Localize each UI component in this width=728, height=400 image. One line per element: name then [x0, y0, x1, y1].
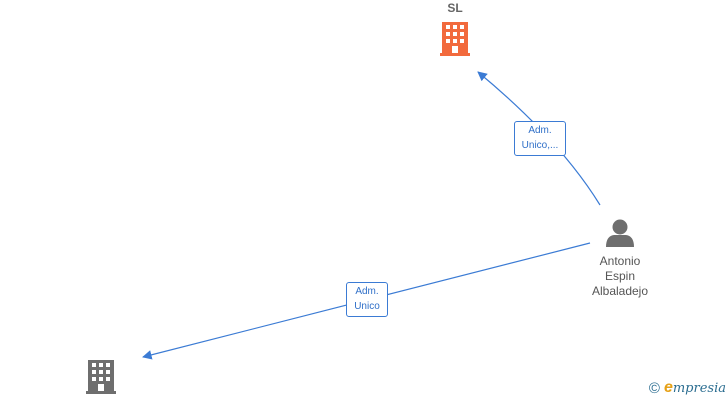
copyright-icon: ©: [648, 379, 660, 397]
company-top-label[interactable]: SL: [447, 1, 463, 15]
person-icon[interactable]: [606, 219, 634, 248]
person-label-line: Antonio: [599, 254, 641, 268]
edge-label-line: Adm.: [528, 125, 552, 136]
person-label[interactable]: Antonio Espin Albaladejo: [578, 254, 662, 299]
brand-watermark: © empresia: [649, 379, 726, 397]
edge-label-line: Unico,...: [521, 140, 559, 151]
person-label-line: Albaladejo: [591, 284, 649, 298]
building-icon[interactable]: [86, 360, 116, 394]
edge-label-line: Unico: [354, 301, 380, 312]
brand-logo: empresia: [663, 379, 726, 396]
edge-label-line: Adm.: [355, 286, 379, 297]
building-icon[interactable]: [440, 22, 470, 56]
edge-label-top[interactable]: Adm. Unico,...: [514, 121, 566, 156]
person-label-line: Espin: [604, 269, 636, 283]
edge-label-bottom[interactable]: Adm. Unico: [346, 282, 388, 317]
